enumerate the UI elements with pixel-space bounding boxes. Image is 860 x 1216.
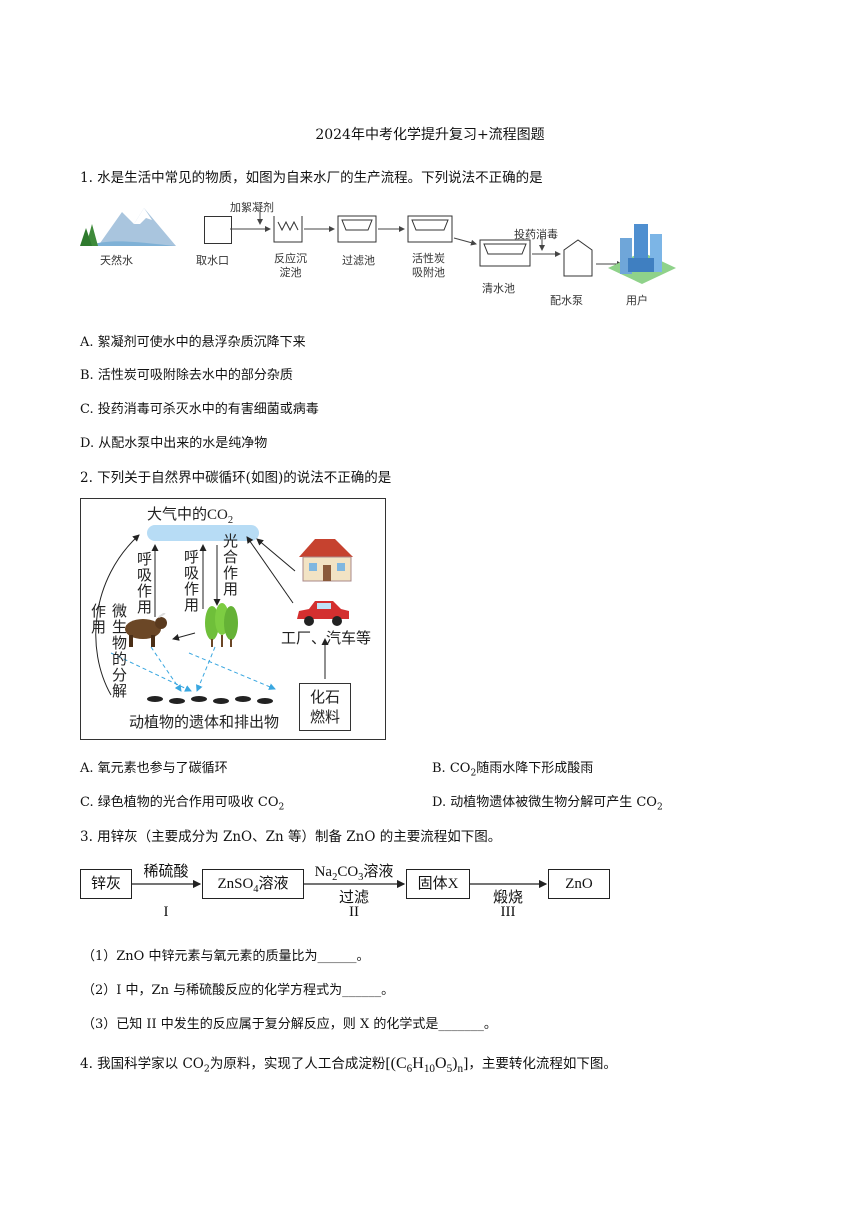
label-disinfect: 投药消毒: [514, 228, 558, 241]
label-carbon-tank: 活性炭 吸附池: [412, 252, 445, 279]
q2-option-c: C. 绿色植物的光合作用可吸收 CO2: [80, 795, 285, 813]
mountain-icon: [80, 208, 176, 246]
label-clear-tank: 清水池: [482, 282, 515, 295]
atmosphere-co2-label: 大气中的CO2: [147, 507, 234, 526]
zno-box: ZnO: [548, 869, 610, 899]
respiration-label-2: 呼吸作用: [182, 549, 198, 613]
step3-number: III: [500, 904, 516, 920]
starch-formula: (C6H10O5)n: [390, 1055, 464, 1076]
label-pump: 配水泵: [550, 294, 583, 307]
fossil-fuel-box: 化石 燃料: [299, 683, 351, 731]
buildings-icon: [608, 224, 676, 284]
q2-option-b: B. CO2随雨水降下形成酸雨: [432, 761, 594, 779]
zinc-ash-box: 锌灰: [80, 869, 132, 899]
q3-sub-2: （2）I 中，Zn 与稀硫酸反应的化学方程式为______。: [82, 983, 395, 998]
page-title: 2024年中考化学提升复习+流程图题: [315, 127, 545, 143]
q3-sub-3: （3）已知 II 中发生的反应属于复分解反应，则 X 的化学式是_______。: [82, 1017, 497, 1032]
zno-flow-diagram: 锌灰 ZnSO4溶液 固体X ZnO 稀硫酸 I Na2CO3溶液 过滤 II …: [80, 852, 620, 922]
cycle-arrows: [95, 525, 329, 704]
question-4-stem: 4. 我国科学家以 CO2为原料，实现了人工合成淀粉[(C6H10O5)n]，主…: [80, 1055, 617, 1076]
question-3-stem: 3. 用锌灰（主要成分为 ZnO、Zn 等）制备 ZnO 的主要流程如下图。: [80, 829, 502, 845]
label-settle-tank: 反应沉 淀池: [274, 252, 307, 279]
step2-reagent: Na2CO3溶液: [314, 864, 394, 883]
intake-box: [204, 216, 232, 244]
q1-option-d: D. 从配水泵中出来的水是纯净物: [80, 436, 268, 451]
step1-number: I: [163, 904, 169, 920]
step1-reagent: 稀硫酸: [143, 864, 189, 880]
remains-label: 动植物的遗体和排出物: [129, 715, 280, 731]
water-plant-diagram: 天然水 取水口 加絮凝剂 反应沉 淀池 过: [78, 196, 678, 314]
label-intake: 取水口: [196, 254, 229, 267]
photosynthesis-label: 光合作用: [221, 533, 237, 597]
car-icon: [297, 601, 349, 626]
factory-car-label: 工厂、汽车等: [281, 631, 372, 647]
microbe-label: 微生物的分解作用: [89, 603, 126, 699]
respiration-label-1: 呼吸作用: [135, 551, 151, 615]
label-filter-tank: 过滤池: [342, 254, 375, 267]
label-natural-water: 天然水: [100, 254, 133, 267]
tree-icon: [205, 603, 238, 647]
flow-arrows: [230, 210, 623, 277]
carbon-cycle-diagram: 大气中的CO2 呼吸作用 呼吸作用 光合作用 微生物的分解作用 工厂、汽车等 动…: [80, 498, 386, 740]
label-user: 用户: [626, 294, 648, 307]
question-2-stem: 2. 下列关于自然界中碳循环(如图)的说法不正确的是: [80, 470, 392, 486]
q2-option-a: A. 氧元素也参与了碳循环: [80, 761, 228, 776]
solid-x-box: 固体X: [406, 869, 470, 899]
q2-option-d: D. 动植物遗体被微生物分解可产生 CO2: [432, 795, 663, 813]
znso4-solution-box: ZnSO4溶液: [202, 869, 304, 899]
house-icon: [299, 539, 353, 582]
zno-flow-arrows: [132, 879, 548, 889]
q1-option-b: B. 活性炭可吸附除去水中的部分杂质: [80, 368, 293, 383]
step2-operation: 过滤: [338, 890, 369, 906]
cow-icon: [125, 613, 167, 647]
q1-option-a: A. 絮凝剂可使水中的悬浮杂质沉降下来: [80, 335, 306, 350]
label-coagulant: 加絮凝剂: [230, 201, 274, 214]
question-1-stem: 1. 水是生活中常见的物质，如图为自来水厂的生产流程。下列说法不正确的是: [80, 170, 543, 186]
q3-sub-1: （1）ZnO 中锌元素与氧元素的质量比为______。: [82, 949, 370, 964]
q1-option-c: C. 投药消毒可杀灭水中的有害细菌或病毒: [80, 402, 319, 417]
step2-number: II: [349, 904, 359, 920]
step3-operation: 煅烧: [492, 890, 523, 906]
